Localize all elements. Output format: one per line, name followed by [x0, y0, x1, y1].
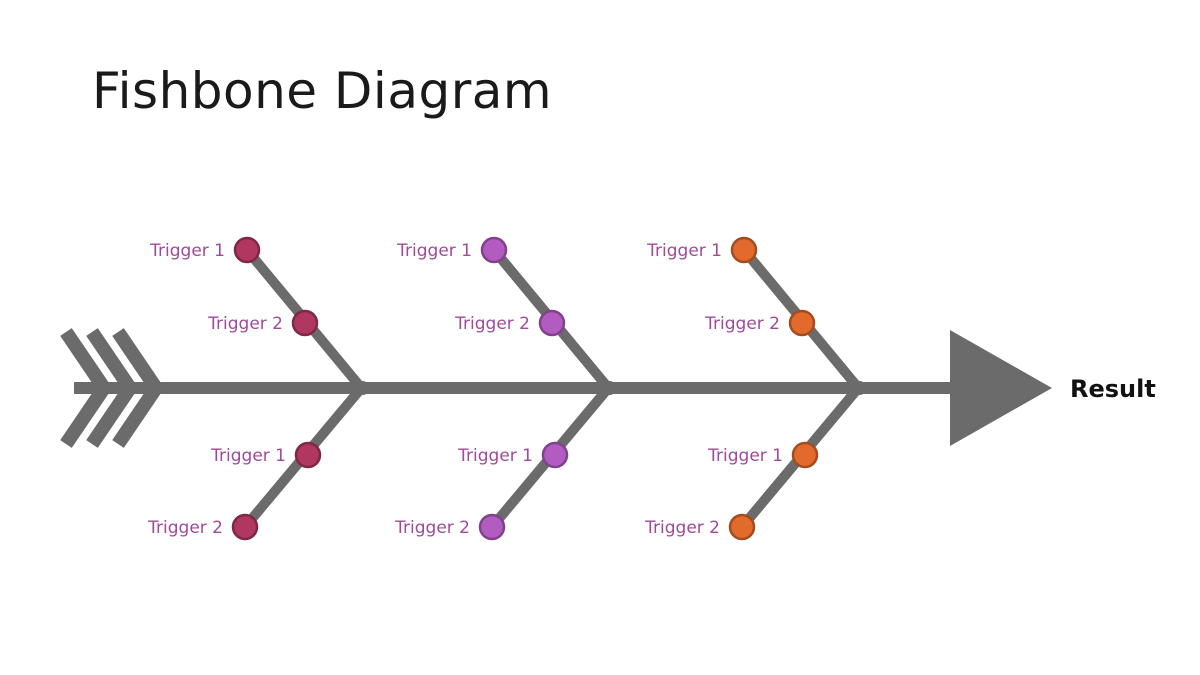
cause-group-3: Trigger 1 Trigger 2 Trigger 1 Trigger 2: [644, 236, 865, 541]
result-label: Result: [1070, 375, 1156, 403]
trigger-label: Trigger 1: [396, 241, 472, 261]
trigger-node[interactable]: [730, 236, 758, 264]
trigger-node[interactable]: [541, 441, 569, 469]
trigger-node[interactable]: [728, 513, 756, 541]
trigger-label: Trigger 1: [457, 446, 533, 466]
trigger-node[interactable]: [791, 441, 819, 469]
trigger-node[interactable]: [231, 513, 259, 541]
trigger-label: Trigger 1: [149, 241, 225, 261]
trigger-label: Trigger 2: [207, 314, 283, 334]
trigger-label: Trigger 1: [646, 241, 722, 261]
page-title: Fishbone Diagram: [92, 62, 553, 120]
trigger-node[interactable]: [294, 441, 322, 469]
trigger-node[interactable]: [478, 513, 506, 541]
trigger-label: Trigger 2: [147, 518, 223, 538]
trigger-label: Trigger 1: [707, 446, 783, 466]
trigger-label: Trigger 2: [394, 518, 470, 538]
arrow-head: [950, 330, 1052, 446]
trigger-label: Trigger 2: [454, 314, 530, 334]
cause-group-2: Trigger 1 Trigger 2 Trigger 1 Trigger 2: [394, 236, 615, 541]
trigger-node[interactable]: [788, 309, 816, 337]
trigger-label: Trigger 2: [704, 314, 780, 334]
trigger-node[interactable]: [291, 309, 319, 337]
trigger-label: Trigger 2: [644, 518, 720, 538]
trigger-node[interactable]: [538, 309, 566, 337]
trigger-label: Trigger 1: [210, 446, 286, 466]
trigger-node[interactable]: [480, 236, 508, 264]
trigger-node[interactable]: [233, 236, 261, 264]
cause-group-1: Trigger 1 Trigger 2 Trigger 1 Trigger 2: [147, 236, 368, 541]
